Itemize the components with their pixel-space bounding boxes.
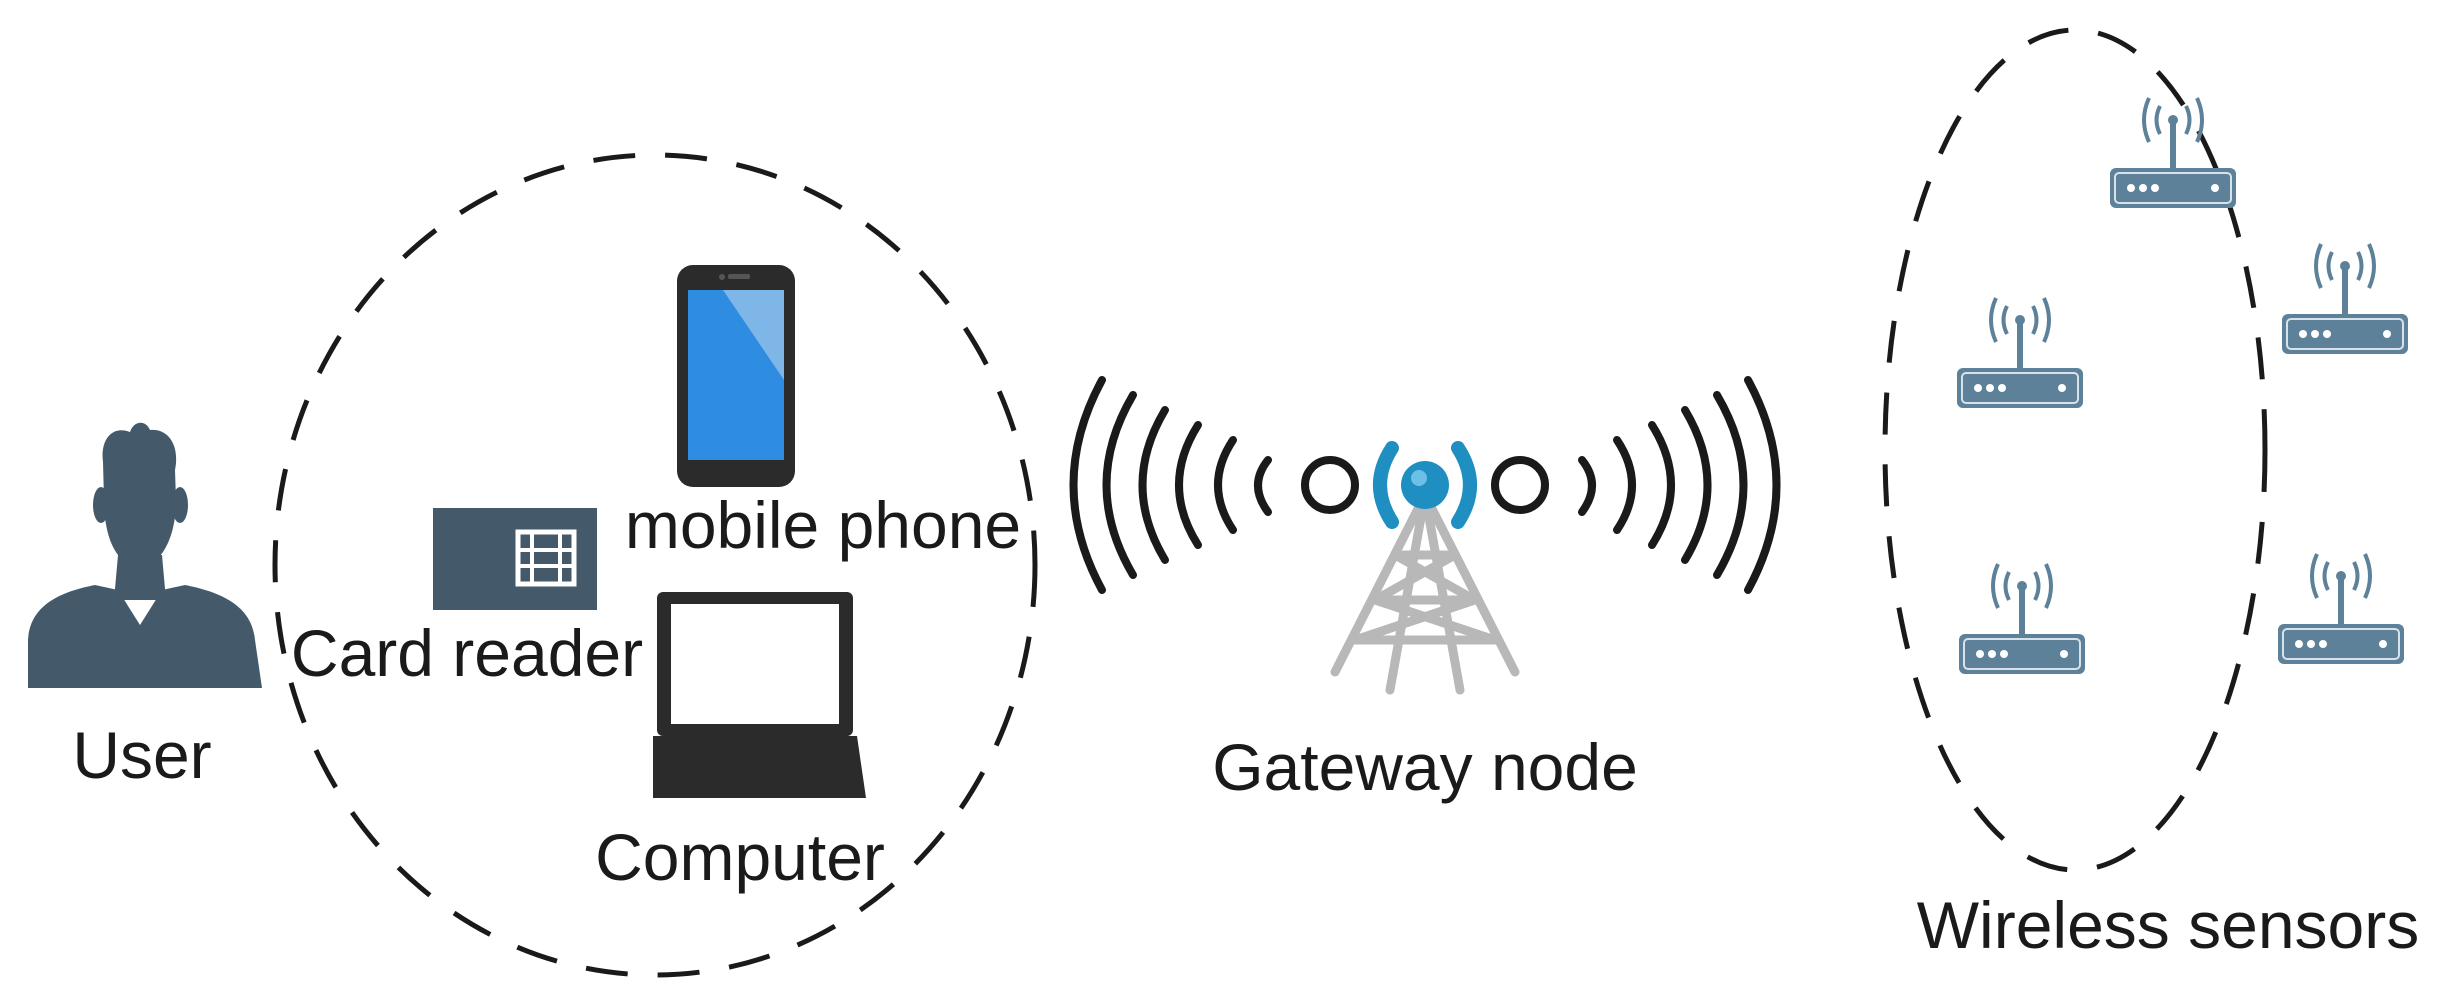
user-label: User: [72, 718, 211, 792]
computer-node: Computer: [595, 592, 885, 894]
wireless-router-icon: [2282, 244, 2408, 354]
client-group-boundary: [272, 152, 1038, 978]
user-node: User: [28, 422, 262, 792]
sensor-group-boundary: [1882, 27, 2268, 873]
wireless-router-icon: [2278, 554, 2404, 664]
laptop-icon: [653, 592, 866, 798]
radio-tower-icon: [1069, 376, 1781, 695]
wireless-sensors-label: Wireless sensors: [1917, 888, 2419, 962]
card-reader-node: Card reader: [291, 508, 643, 690]
gateway-node: Gateway node: [1069, 376, 1781, 804]
user-silhouette-icon: [28, 422, 262, 688]
wireless-router-icon: [2110, 98, 2236, 208]
wireless-router-icon: [1957, 298, 2083, 408]
mobile-phone-label: mobile phone: [625, 488, 1021, 562]
client-devices-group: [272, 152, 1038, 978]
card-reader-icon: [433, 508, 597, 610]
wireless-router-icon: [1959, 564, 2085, 674]
signal-waves-right: [1578, 376, 1781, 594]
gateway-node-label: Gateway node: [1212, 730, 1638, 804]
wireless-sensors-group: [1882, 27, 2268, 873]
card-reader-label: Card reader: [291, 616, 643, 690]
smartphone-icon: [677, 265, 795, 487]
signal-waves-left: [1069, 376, 1272, 594]
computer-label: Computer: [595, 820, 885, 894]
mobile-phone-node: mobile phone: [625, 265, 1021, 562]
